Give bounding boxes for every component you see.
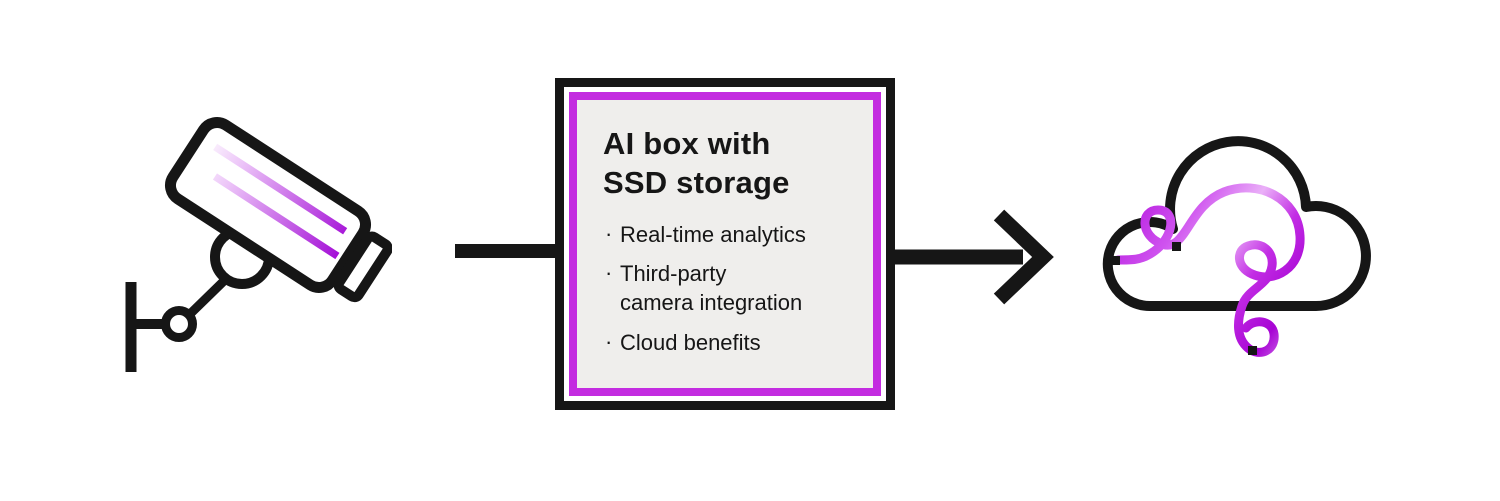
cloud-icon: [1102, 136, 1371, 357]
camera-body-group: [164, 116, 392, 303]
box-title: AI box with SSD storage: [603, 126, 790, 201]
arrow-right-icon: [893, 209, 1054, 305]
camera-mount-arm: [185, 272, 233, 319]
cloud-swirl-line: [1113, 183, 1305, 357]
feature-item-realtime-analytics: Real-time analytics: [603, 220, 853, 250]
ai-box-inner-frame: AI box with SSD storage Real-time analyt…: [569, 92, 881, 396]
security-camera-icon: [125, 116, 392, 372]
swirl-node-middle: [1172, 242, 1181, 251]
connector-camera-to-box: [455, 244, 559, 258]
feature-list: Real-time analytics Third-party camera i…: [603, 220, 853, 358]
swirl-node-bottom: [1248, 346, 1257, 355]
feature-item-cloud-benefits: Cloud benefits: [603, 328, 853, 358]
camera-stripe-bottom: [212, 173, 340, 260]
ai-box-card: AI box with SSD storage Real-time analyt…: [555, 78, 895, 410]
camera-lens: [333, 231, 392, 303]
feature-item-third-party-integration: Third-party camera integration: [603, 259, 853, 317]
camera-stripe-top: [213, 143, 348, 235]
swirl-node-left: [1111, 256, 1120, 265]
camera-mount-ring: [161, 306, 197, 342]
arrow-head: [993, 209, 1054, 305]
cloud-outline: [1102, 136, 1371, 312]
